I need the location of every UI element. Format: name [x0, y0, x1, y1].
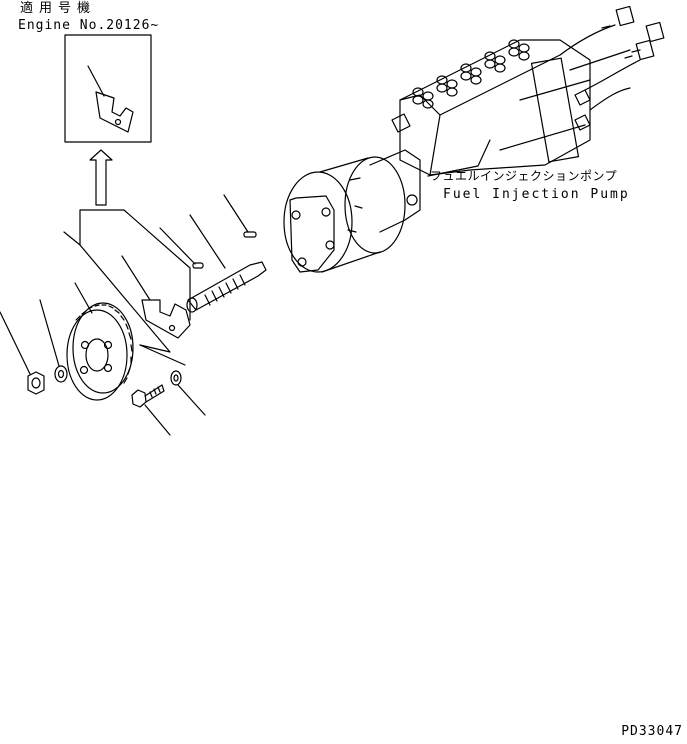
- bracket-variant-drawing: [88, 66, 133, 132]
- valve-spring-icon: [509, 48, 519, 56]
- applicability-box: [65, 35, 151, 142]
- delivery-valves: [413, 40, 529, 108]
- applicability-label-engine-no: Engine No.20126~: [18, 18, 160, 33]
- drive-shaft: [187, 215, 266, 312]
- drawing-code: PD33047: [621, 724, 683, 739]
- valve-spring-icon: [495, 64, 505, 72]
- valve-cap-icon: [519, 44, 529, 52]
- valve-spring-icon: [461, 72, 471, 80]
- bracket: [122, 256, 190, 338]
- valve-cap-icon: [509, 40, 519, 48]
- washer: [40, 300, 67, 382]
- valve-cap-icon: [471, 68, 481, 76]
- valve-cap-icon: [413, 88, 423, 96]
- valve-cap-icon: [437, 76, 447, 84]
- valve-spring-icon: [423, 100, 433, 108]
- key-small: [160, 228, 203, 268]
- valve-cap-icon: [485, 52, 495, 60]
- valve-spring-icon: [519, 52, 529, 60]
- bolt-washer: [171, 371, 205, 415]
- nut: [0, 312, 44, 394]
- valve-cap-icon: [495, 56, 505, 64]
- key-large: [224, 195, 256, 237]
- valve-spring-icon: [437, 84, 447, 92]
- applicability-label-jp: 適用号機: [20, 1, 97, 16]
- pump-label-jp: フュエルインジェクションポンプ: [430, 169, 618, 183]
- valve-spring-icon: [471, 76, 481, 84]
- valve-cap-icon: [461, 64, 471, 72]
- up-arrow-icon: [90, 150, 112, 205]
- fuel-injection-pump: [284, 6, 664, 272]
- drive-gear: [67, 283, 133, 400]
- pump-label-en: Fuel Injection Pump: [443, 187, 630, 202]
- valve-cap-icon: [423, 92, 433, 100]
- valve-spring-icon: [447, 88, 457, 96]
- valve-spring-icon: [413, 96, 423, 104]
- bracket-group-outline: [64, 210, 190, 365]
- valve-spring-icon: [485, 60, 495, 68]
- valve-cap-icon: [447, 80, 457, 88]
- bolt: [132, 385, 170, 435]
